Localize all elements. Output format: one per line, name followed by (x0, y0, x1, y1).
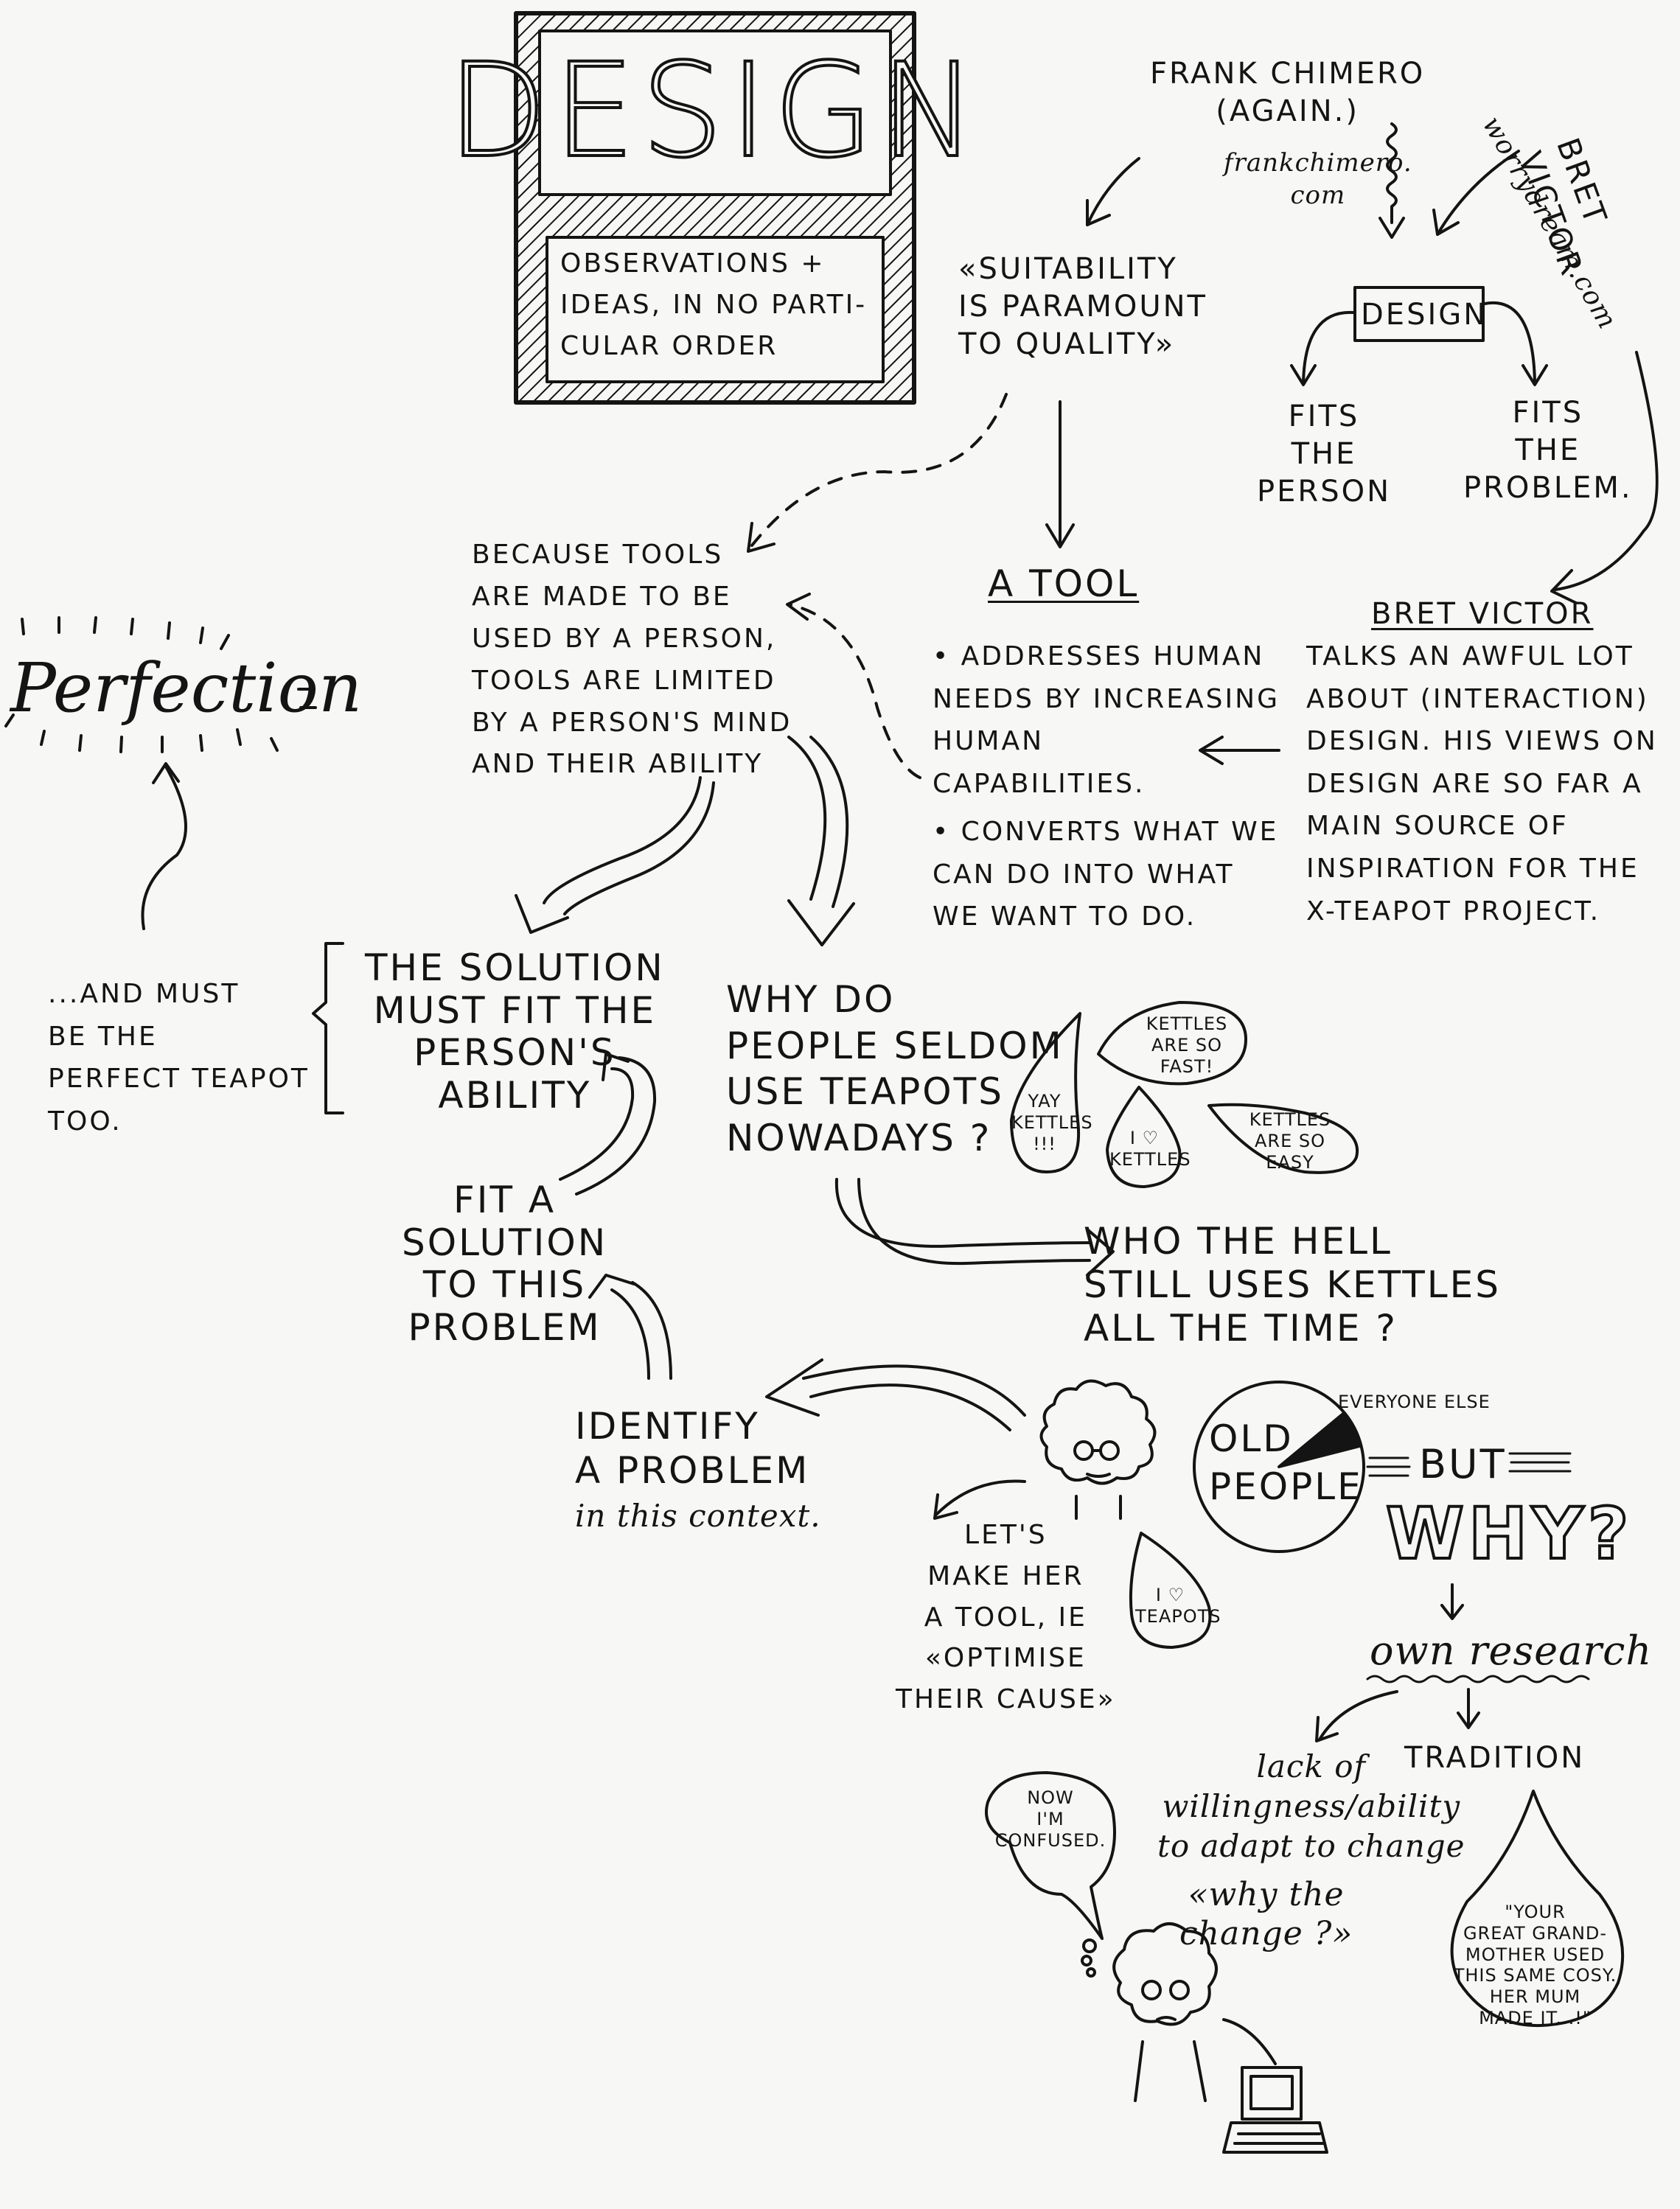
bubble-teapots (1129, 1532, 1212, 1649)
bubble-grand (1450, 1790, 1625, 2028)
bubble-love (1106, 1086, 1182, 1188)
arrowhead (1550, 569, 1578, 604)
branch-right (1483, 301, 1536, 385)
bubble-easy-text: KETTLES ARE SO EASY (1249, 1109, 1331, 1173)
thought-dot (1081, 1955, 1092, 1967)
pie-slice-everyone-else (1278, 1411, 1363, 1468)
page-subtitle: OBSERVATIONS + IDEAS, IN NO PARTI- CULAR… (560, 248, 868, 361)
pie-label-everyone-else: EVERYONE ELSE (1338, 1392, 1491, 1412)
arrowhead (1457, 1711, 1480, 1729)
arrow-bret-to-note (1554, 351, 1659, 591)
dashed-arrow-suitability-to-because (750, 393, 1008, 547)
bret-note-body: TALKS AN AWFUL LOT ABOUT (INTERACTION) D… (1306, 641, 1658, 926)
bubble-teapots-text: I ♡ TEAPOTS (1135, 1585, 1221, 1627)
squiggle-frank-url (1386, 122, 1398, 224)
pie-chart (1193, 1381, 1365, 1553)
source-frank: FRANK CHIMERO (AGAIN.) (1150, 57, 1426, 129)
lets-make-her: LET'S MAKE HER A TOOL, ie «OPTIMISE THEI… (896, 1520, 1116, 1715)
arrowhead (152, 762, 180, 784)
bubble-fast (1097, 1001, 1247, 1086)
arrow-grandma-to-lets (935, 1479, 1026, 1516)
arrowhead (1315, 1716, 1339, 1742)
woman-computer-drawing (1112, 1922, 1328, 2154)
branch-left (1302, 310, 1355, 385)
arrowhead (1432, 209, 1460, 236)
bubble-grand-text: "YOUR GREAT GRAND- MOTHER USED THIS SAME… (1453, 1902, 1617, 2028)
bret-note-name: BRET VICTOR (1371, 597, 1594, 631)
bubble-easy (1207, 1103, 1359, 1174)
arrowhead (588, 1274, 635, 1299)
arrowhead (787, 899, 855, 946)
arrowhead (1522, 364, 1548, 386)
thought-dot (1082, 1938, 1097, 1953)
tool-title: A TOOL (988, 562, 1140, 605)
bubble-yay-text: YAY KETTLES !!! (1011, 1091, 1093, 1154)
hollow-arrow-fit-to-solution (559, 1056, 657, 1196)
arrowhead (1045, 523, 1075, 548)
arrow-frank-to-suitability (1086, 157, 1140, 226)
wavy-arrow-to-perfection (141, 765, 187, 930)
identify-problem: IDENTIFY A PROBLEM (575, 1405, 810, 1492)
page-title: DESIGN (446, 34, 983, 188)
bubble-confused-text: NOW I'M CONFUSED. (994, 1787, 1106, 1851)
why-the-change: «why the change ?» (1179, 1876, 1353, 1952)
bubble-confused (985, 1771, 1116, 1940)
who-the-hell: WHO THE HELL STILL USES KETTLES ALL THE … (1084, 1220, 1501, 1350)
grandma-drawing (1039, 1379, 1157, 1520)
dashed-arrow-tool-to-because (787, 603, 921, 779)
title-frame (514, 11, 916, 405)
solution-must-fit: THE SOLUTION MUST FIT THE PERSON'S ABILI… (365, 946, 665, 1117)
fit-a-solution: FIT A SOLUTION TO THIS PROBLEM (402, 1179, 608, 1349)
arrowhead (765, 1358, 823, 1417)
and-must: ...AND MUST BE THE PERFECT TEAPOT TOO. (48, 979, 310, 1137)
arrowhead (1086, 199, 1111, 226)
arrow-research-to-lack (1318, 1690, 1398, 1741)
tool-bullet-converts: • CONVERTS WHAT WE CAN DO INTO WHAT WE W… (933, 817, 1279, 932)
arrowhead (933, 1493, 958, 1520)
arrowhead (1199, 736, 1224, 765)
arrowhead (747, 522, 775, 553)
arrowhead (1440, 1604, 1464, 1620)
hollow-arrow-grandma-to-identify (802, 1364, 1026, 1431)
perfection: Perfection (10, 649, 363, 727)
hollow-arrow-because-to-solution (543, 776, 715, 915)
tradition: TRADITION (1404, 1741, 1586, 1775)
bubble-love-text: I ♡ KETTLES (1109, 1128, 1191, 1170)
but-label: BUT (1419, 1441, 1507, 1487)
design-box (1353, 286, 1485, 342)
brace (312, 942, 344, 1114)
lack-of-willingness: lack of willingness/ability to adapt to … (1157, 1748, 1465, 1864)
bubble-yay (1010, 1012, 1081, 1173)
because-tools: BECAUSE TOOLS ARE MADE TO BE USED BY A P… (472, 540, 792, 780)
but-lines (1366, 1452, 1572, 1477)
pie-label-old-people: OLD PEOPLE (1209, 1417, 1363, 1508)
arrowhead (1086, 1228, 1115, 1277)
why-do-people: WHY DO PEOPLE SELDOM USE TEAPOTS NOWADAY… (726, 978, 1064, 1159)
why-label: WHY? (1384, 1491, 1634, 1577)
suitability-quote: «SUITABILITY IS PARAMOUNT TO QUALITY» (958, 252, 1207, 362)
arrowhead (1378, 217, 1405, 239)
thought-dot (1086, 1967, 1096, 1978)
arrowhead (515, 894, 569, 934)
bubble-fast-text: KETTLES ARE SO FAST! (1146, 1013, 1228, 1077)
source-frank-url: frankchimero. com (1224, 148, 1412, 210)
design-label: DESIGN (1361, 298, 1488, 332)
arrow-bret-to-design (1436, 150, 1520, 236)
tool-bullet-needs: • ADDRESSES HUMAN NEEDS BY INCREASING HU… (933, 641, 1280, 799)
hollow-arrow-why-to-who (834, 1178, 1092, 1266)
identify-context: in this context. (575, 1498, 821, 1534)
arrowhead (1290, 364, 1317, 386)
fits-person: FITS THE PERSON (1257, 399, 1391, 509)
arrowhead (602, 1053, 630, 1081)
fits-problem: FITS THE PROBLEM. (1463, 396, 1633, 506)
arrowhead (786, 593, 811, 621)
research-underline (1366, 1675, 1590, 1683)
perfection-rays (4, 616, 317, 753)
hollow-arrow-identify-to-fit (610, 1281, 672, 1380)
hollow-arrow-because-to-why (787, 736, 849, 908)
own-research: own research (1370, 1627, 1653, 1674)
